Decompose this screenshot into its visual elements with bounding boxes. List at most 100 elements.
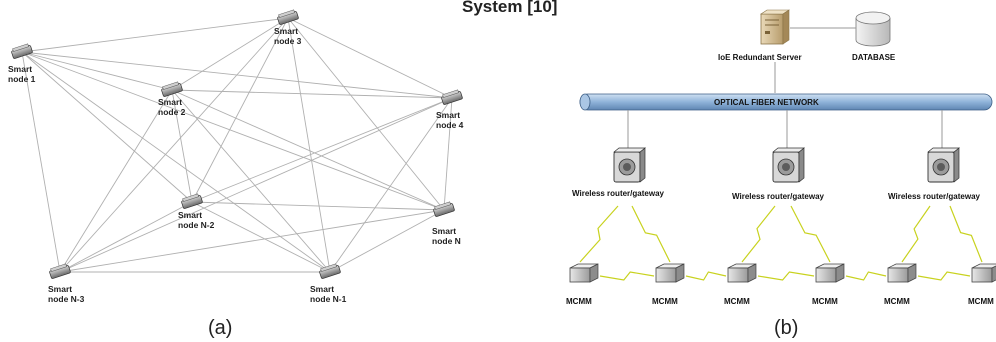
mesh-link-n1-n2 <box>21 51 173 91</box>
mcmm-1: MCMM <box>566 263 599 306</box>
smart-node-label-line1: Smart <box>432 226 456 236</box>
mcmm-6: MCMM <box>968 263 996 306</box>
router-3: Wireless router/gateway <box>888 147 981 201</box>
mesh-link-n2-n4 <box>171 89 453 99</box>
smart-node-label-line2: node 3 <box>274 36 302 46</box>
smart-node-label-line2: node N-1 <box>310 294 347 304</box>
smart-node-label-line2: node N-3 <box>48 294 85 304</box>
mesh-link-nN2-nN1 <box>191 201 331 273</box>
smart-node-icon <box>441 89 463 105</box>
mesh-link-n2-nN1 <box>171 89 331 273</box>
mesh-link-n1-nN <box>21 51 445 211</box>
database-icon <box>855 11 891 47</box>
mesh-link-n3-nN3 <box>59 17 289 273</box>
smart-node-icon <box>433 201 455 217</box>
wireless-link-m2-m3 <box>685 271 727 281</box>
mesh-link-n2-n3 <box>171 17 289 91</box>
wireless-link-r2-m4 <box>790 205 831 263</box>
smart-node-label-line1: Smart <box>436 110 460 120</box>
smart-node-label-line1: Smart <box>8 64 32 74</box>
caption-b: (b) <box>774 317 798 339</box>
smart-node-label-line2: node 2 <box>158 107 186 117</box>
wireless-link-r1-m1 <box>579 205 619 263</box>
mcmm-icon <box>971 263 996 283</box>
smart-node-label-line1: Smart <box>178 210 202 220</box>
mesh-link-n3-nN <box>287 17 445 211</box>
smart-node-icon <box>277 9 299 25</box>
mcmm-devices: MCMM MCMM MCMM MCMM MCMM MCMM <box>566 263 996 306</box>
optical-fiber-network <box>579 93 993 111</box>
mcmm-3: MCMM <box>724 263 757 306</box>
mcmm-5: MCMM <box>884 263 917 306</box>
wireless-links <box>579 205 983 281</box>
smart-node-label-line1: Smart <box>158 97 182 107</box>
smart-node-icon <box>161 81 183 97</box>
router-icon <box>772 147 805 183</box>
figure-title: System [10] <box>462 0 557 16</box>
smart-node-icon <box>49 263 71 279</box>
router-label: Wireless router/gateway <box>888 192 981 201</box>
caption-a: (a) <box>208 317 232 339</box>
server-label: IoE Redundant Server <box>718 53 802 62</box>
wireless-link-r2-m3 <box>741 205 776 263</box>
wireless-link-m1-m2 <box>599 271 655 281</box>
mcmm-icon <box>655 263 685 283</box>
server-icon <box>760 9 790 45</box>
mcmm-label: MCMM <box>968 297 994 306</box>
mcmm-icon <box>569 263 599 283</box>
smart-node-icon <box>181 193 203 209</box>
mcmm-label: MCMM <box>724 297 750 306</box>
mesh-link-n3-nN2 <box>191 17 289 203</box>
mcmm-icon <box>887 263 917 283</box>
mesh-link-nN2-nN3 <box>59 201 193 273</box>
mesh-link-n4-nN1 <box>329 97 453 273</box>
smart-node-label-line2: node N-2 <box>178 220 215 230</box>
database-label: DATABASE <box>852 53 896 62</box>
mesh-link-n1-n3 <box>21 17 289 53</box>
mesh-links <box>21 17 453 273</box>
mesh-link-n3-n4 <box>287 17 453 99</box>
network-label: OPTICAL FIBER NETWORK <box>714 98 819 107</box>
mesh-link-nN-nN1 <box>329 209 445 273</box>
smart-node-label-line1: Smart <box>48 284 72 294</box>
wireless-link-r3-m5 <box>901 205 931 263</box>
wireless-link-m4-m5 <box>845 271 887 281</box>
wireless-link-m3-m4 <box>757 271 815 281</box>
mesh-link-n1-nN2 <box>21 51 193 203</box>
mesh-link-n2-nN3 <box>59 89 173 273</box>
mcmm-4: MCMM <box>812 263 845 306</box>
smart-node-label-line2: node N <box>432 236 461 246</box>
mesh-link-n4-nN3 <box>59 97 453 273</box>
smart-node-label-line1: Smart <box>310 284 334 294</box>
wireless-link-r3-m6 <box>949 205 983 263</box>
smart-node-icon <box>11 43 33 59</box>
mesh-link-n4-nN2 <box>191 97 453 203</box>
mcmm-label: MCMM <box>884 297 910 306</box>
smart-node-icon <box>319 263 341 279</box>
mcmm-label: MCMM <box>652 297 678 306</box>
panel-b: IoE Redundant Server DATABASE OPTICAL FI… <box>566 9 996 306</box>
mcmm-icon <box>815 263 845 283</box>
mesh-link-nN2-nN <box>191 201 445 211</box>
wireless-link-m5-m6 <box>917 271 971 281</box>
mesh-link-n4-nN <box>443 97 453 211</box>
smart-node-label-line2: node 1 <box>8 74 36 84</box>
router-label: Wireless router/gateway <box>732 192 825 201</box>
mcmm-icon <box>727 263 757 283</box>
mesh-link-nN-nN3 <box>59 209 445 273</box>
mesh-link-n1-nN1 <box>21 51 331 273</box>
router-1: Wireless router/gateway <box>572 147 665 198</box>
mesh-link-n1-nN3 <box>21 51 61 273</box>
mcmm-2: MCMM <box>652 263 685 306</box>
